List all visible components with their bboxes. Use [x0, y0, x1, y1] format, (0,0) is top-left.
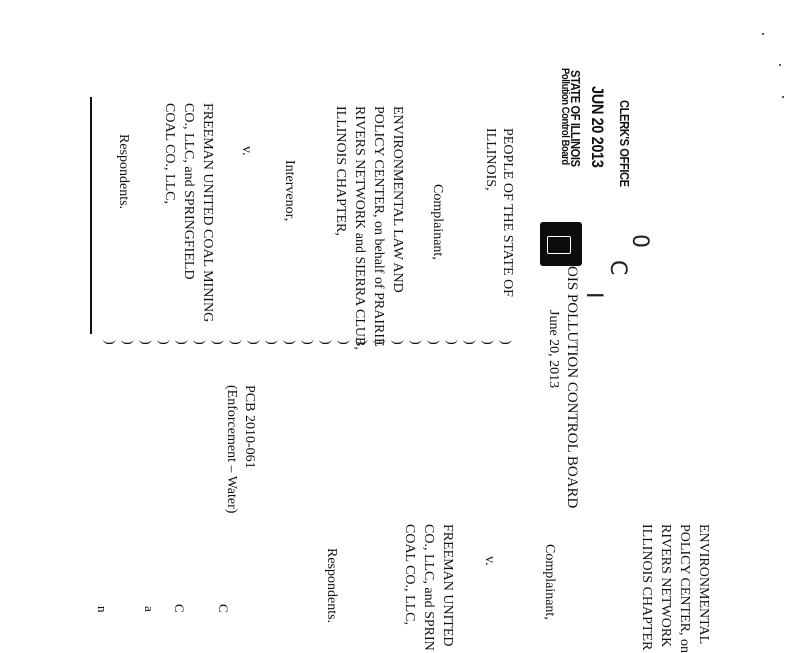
bleed-respondent-line-2: CO., LLC, and SPRIN — [421, 524, 436, 651]
bleed-name-line-4: ILLINOIS CHAPTER — [639, 524, 654, 651]
bracket-mark: ) — [426, 340, 441, 345]
stamp-clerks-office: CLERK'S OFFICE — [617, 100, 632, 187]
stamp-board: Pollution Control Board — [559, 68, 571, 165]
caption-intervenor-line-3: RIVERS NETWORK and SIERRA CLUB, — [352, 106, 367, 350]
bracket-mark: ) — [336, 340, 351, 345]
bracket-mark: ) — [264, 340, 279, 345]
header-date: June 20, 2013 — [546, 310, 561, 389]
bracket-mark: ) — [408, 340, 423, 345]
bleed-name-line-1: ENVIRONMENTAL — [696, 524, 711, 645]
bracket-mark: ) — [210, 340, 225, 345]
caption-people-line-1: PEOPLE OF THE STATE OF — [500, 128, 515, 297]
bracket-mark: ) — [228, 340, 243, 345]
edge-fragment: a — [142, 606, 157, 612]
bracket-mark: ) — [318, 340, 333, 345]
caption-versus: v. — [239, 146, 254, 156]
bracket-mark: ) — [462, 340, 477, 345]
bracket-mark: ) — [120, 340, 135, 345]
seal-mark — [540, 222, 582, 266]
bleed-versus: v. — [482, 556, 497, 566]
scanned-order-page: CLERK'S OFFICE JUN 20 2013 STATE OF ILLI… — [90, 33, 784, 653]
caption-intervenor-role: Intervenor, — [282, 160, 297, 222]
bleed-name-line-3: RIVERS NETWORK — [658, 524, 673, 648]
bracket-mark: ) — [480, 340, 495, 345]
edge-fragment: C — [216, 604, 231, 613]
bleed-respondents: Respondents. — [324, 548, 339, 624]
handwritten-mark-1: 0 — [627, 234, 652, 248]
caption-intervenor-line-2: POLICY CENTER, on behalf of PRAIRIE — [371, 106, 386, 347]
bleed-respondent-line-3: COAL CO., LLC, — [402, 524, 417, 625]
caption-intervenor-line-1: ENVIRONMENTAL LAW AND — [390, 106, 405, 293]
bracket-mark: ) — [174, 340, 189, 345]
handwritten-mark-3: I — [581, 292, 606, 299]
bracket-mark: ) — [156, 340, 171, 345]
edge-fragment: C — [172, 604, 187, 613]
bracket-mark: ) — [246, 340, 261, 345]
bracket-mark: ) — [354, 340, 369, 345]
bracket-mark: ) — [282, 340, 297, 345]
bracket-mark: ) — [390, 340, 405, 345]
caption-respondent-line-2: CO., LLC, and SPRINGFIELD — [181, 103, 196, 280]
caption-respondents-role: Respondents. — [116, 134, 131, 210]
header-board: OIS POLLUTION CONTROL BOARD — [564, 266, 580, 509]
bleed-complainant: Complainant, — [542, 544, 557, 620]
bracket-mark: ) — [444, 340, 459, 345]
scan-speck — [762, 33, 764, 35]
bracket-mark: ) — [138, 340, 153, 345]
caption-intervenor-line-4: ILLINOIS CHAPTER, — [333, 106, 348, 236]
stamp-date: JUN 20 2013 — [588, 86, 607, 168]
bleed-name-line-2: POLICY CENTER, on — [677, 524, 692, 653]
caption-people-line-2: ILLINOIS, — [483, 128, 498, 191]
case-number: PCB 2010-061 — [242, 385, 257, 469]
caption-divider-line — [90, 97, 92, 334]
caption-complainant: Complainant, — [430, 184, 445, 260]
bracket-mark: ) — [192, 340, 207, 345]
caption-respondent-line-3: COAL CO., LLC, — [162, 103, 177, 204]
bracket-mark: ) — [498, 340, 513, 345]
bleed-respondent-line-1: FREEMAN UNITED — [440, 524, 455, 647]
bracket-mark: ) — [372, 340, 387, 345]
scan-speck — [779, 64, 781, 66]
handwritten-mark-2: C — [605, 260, 630, 276]
bracket-mark: ) — [102, 340, 117, 345]
edge-fragment: n — [95, 606, 110, 613]
caption-respondent-line-1: FREEMAN UNITED COAL MINING — [200, 103, 215, 323]
bracket-mark: ) — [300, 340, 315, 345]
case-type: (Enforcement – Water) — [224, 385, 239, 514]
scan-speck — [782, 96, 784, 98]
